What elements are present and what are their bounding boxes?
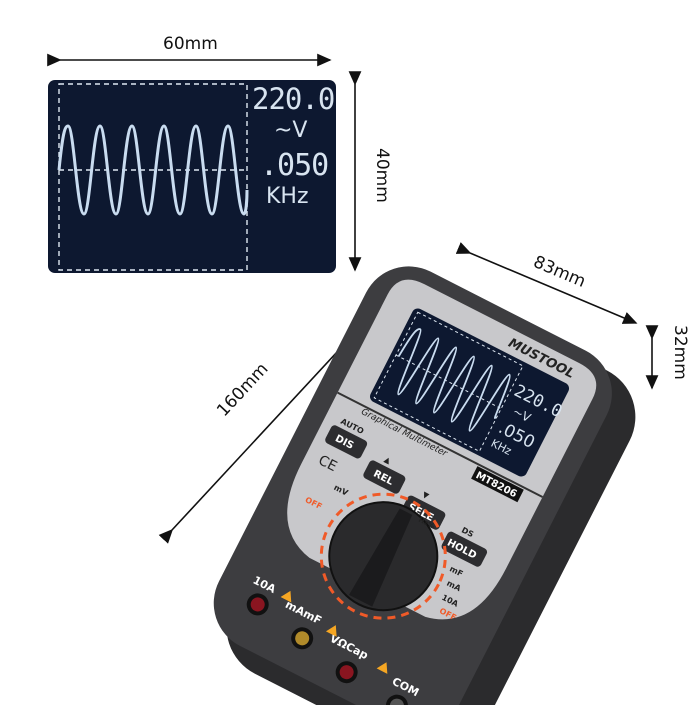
svg-text:▲: ▲ [383,455,393,466]
sine-wave [57,124,249,216]
svg-text:▼: ▼ [421,490,431,501]
frequency-unit: KHz [266,184,309,209]
voltage-unit: ~V [274,118,308,143]
device-depth-label: 32mm [670,325,690,380]
screen-height-label: 40mm [372,148,392,203]
waveform-display [57,83,249,271]
svg-text:CE: CE [316,452,340,475]
frequency-reading: .050 [260,148,329,183]
voltage-reading: 220.0 [252,82,335,116]
screen-width-label: 60mm [163,34,218,54]
screen-enlarged: 220.0 ~V .050 KHz [48,80,336,273]
